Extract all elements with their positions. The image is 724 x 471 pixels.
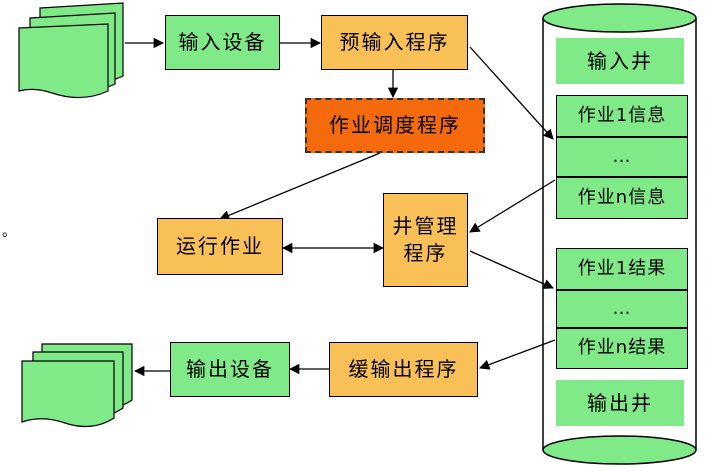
output-well-row-2: … — [556, 290, 688, 328]
input-well-label-box: 输入井 — [556, 38, 684, 84]
input-well-row-2-label: … — [612, 145, 632, 167]
well-cylinder — [542, 3, 697, 465]
pre-input-program-box: 预输入程序 — [321, 15, 468, 70]
document-stack-icon-input — [18, 2, 124, 99]
well-manager-label-line1: 井管理 — [392, 214, 459, 238]
run-job-box: 运行作业 — [157, 218, 283, 275]
output-well-row-2-label: … — [612, 297, 632, 319]
well-manager-label-line2: 程序 — [403, 241, 448, 265]
output-well-row-3-label: 作业n结果 — [577, 337, 667, 359]
input-device-label: 输入设备 — [178, 30, 267, 54]
output-well-label: 输出井 — [587, 390, 653, 415]
flow-arrows — [125, 37, 556, 377]
arrow-output-well-to-buffered — [479, 339, 556, 370]
arrow-preinput-to-input-well — [469, 46, 554, 140]
output-well-row-1-label: 作业1结果 — [577, 257, 667, 279]
arrow-input-well-to-manager — [469, 179, 556, 233]
input-well-row-3: 作业n信息 — [556, 177, 688, 219]
buffered-output-program-box: 缓输出程序 — [329, 342, 478, 397]
margin-mark: 。 — [2, 224, 16, 240]
well-manager-box: 井管理 程序 — [383, 193, 468, 287]
output-well-row-1: 作业1结果 — [556, 248, 688, 290]
buffered-output-program-label: 缓输出程序 — [348, 357, 459, 381]
output-well-row-3: 作业n结果 — [556, 328, 688, 369]
pre-input-program-label: 预输入程序 — [339, 30, 450, 54]
output-device-label: 输出设备 — [186, 357, 274, 381]
document-stack-icon-output — [21, 343, 133, 428]
run-job-label: 运行作业 — [176, 234, 264, 258]
arrow-manager-to-output-well — [469, 250, 554, 289]
input-device-box: 输入设备 — [165, 15, 280, 70]
input-well-row-2: … — [556, 137, 688, 177]
job-scheduler-box: 作业调度程序 — [305, 98, 485, 153]
input-well-row-1-label: 作业1信息 — [577, 104, 667, 126]
input-well-row-1: 作业1信息 — [556, 95, 688, 137]
output-device-box: 输出设备 — [170, 342, 290, 397]
job-scheduler-label: 作业调度程序 — [329, 113, 461, 137]
input-well-label: 输入井 — [587, 48, 653, 73]
input-well-row-3-label: 作业n信息 — [577, 186, 667, 208]
arrow-scheduler-to-run-job — [219, 152, 381, 221]
output-well-label-box: 输出井 — [556, 380, 684, 426]
